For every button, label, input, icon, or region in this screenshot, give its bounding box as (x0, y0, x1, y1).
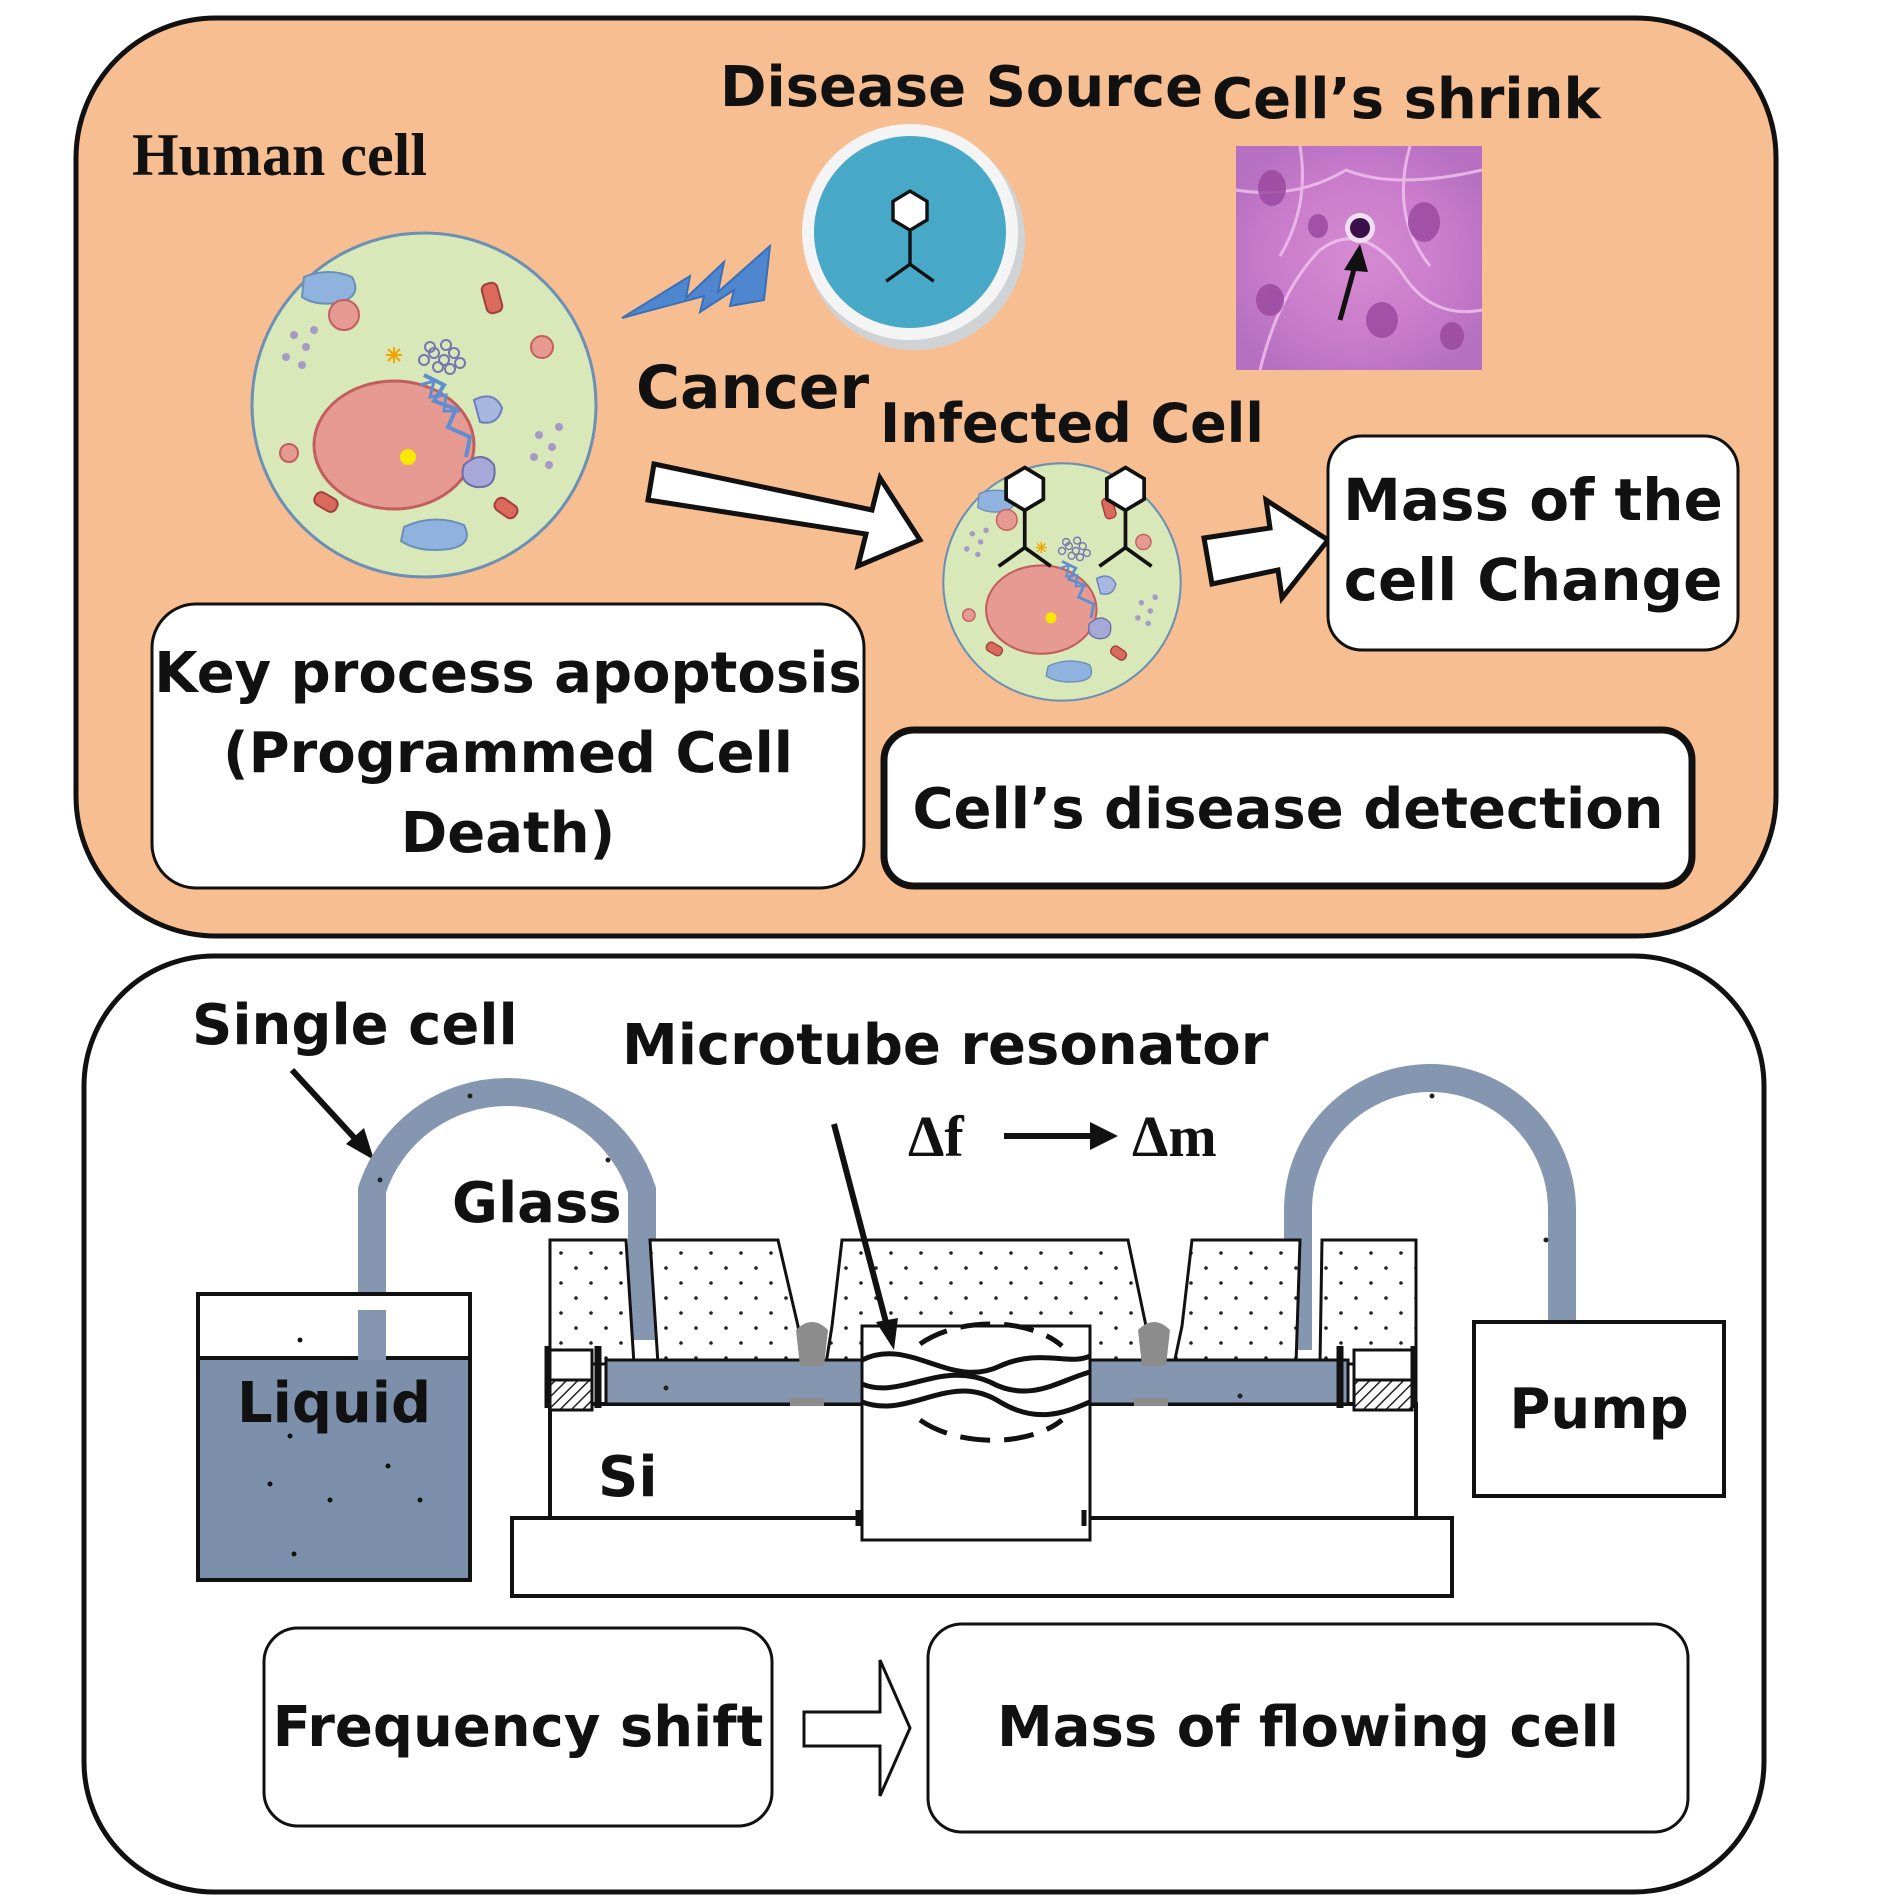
seal-right (1138, 1322, 1170, 1366)
cells-shrink-label: Cell’s shrink (1212, 67, 1602, 132)
microtube-resonator-label: Microtube resonator (622, 1013, 1269, 1078)
animal-cell-icon (250, 231, 598, 579)
detection-label: Cell’s disease detection (912, 777, 1663, 842)
left-clamp (544, 1346, 602, 1412)
bottom-panel: Single cell Microtube resonator Δf Δm Gl… (81, 953, 1767, 1895)
apoptosis-line3: Death) (401, 801, 615, 866)
hollow-arrow-icon (802, 1659, 912, 1797)
delta-m-label: Δm (1132, 1104, 1217, 1169)
liquid-reservoir: Liquid (196, 1292, 472, 1582)
virus-badge-icon (802, 124, 1025, 350)
cancer-label: Cancer (636, 353, 869, 423)
liquid-label: Liquid (237, 1371, 431, 1436)
microtube-vibration (860, 1321, 1092, 1443)
infected-cell-icon (941, 461, 1183, 703)
detection-box: Cell’s disease detection (880, 726, 1696, 890)
frequency-shift-box: Frequency shift (262, 1626, 774, 1828)
pump-box: Pump (1472, 1320, 1726, 1498)
mass-flowing-cell-label: Mass of flowing cell (997, 1695, 1619, 1760)
inlet-tube (358, 1078, 656, 1350)
human-cell-title: Human cell (132, 122, 427, 188)
lightning-bolt-icon (621, 243, 772, 319)
apoptosis-box: Key process apoptosis (Programmed Cell D… (150, 602, 866, 890)
disease-source-label: Disease Source (720, 55, 1203, 120)
shrinking-cell-micrograph (1235, 145, 1483, 371)
mass-change-arrow-icon (1201, 494, 1332, 605)
mass-change-box: Mass of the cell Change (1326, 434, 1740, 652)
outlet-tube (1284, 1064, 1576, 1350)
progression-arrow-icon (645, 461, 924, 571)
mass-flowing-cell-box: Mass of flowing cell (926, 1622, 1690, 1834)
seal-left (796, 1322, 828, 1366)
si-label: Si (598, 1445, 658, 1510)
apoptosis-line2: (Programmed Cell (223, 721, 793, 786)
mass-change-line2: cell Change (1344, 546, 1723, 614)
infected-cell-label: Infected Cell (880, 392, 1264, 455)
mass-change-line1: Mass of the (1343, 466, 1723, 534)
frequency-shift-label: Frequency shift (273, 1695, 764, 1760)
apoptosis-line1: Key process apoptosis (154, 641, 861, 706)
resonator-chamber (860, 1324, 1092, 1542)
right-channel (1088, 1358, 1350, 1406)
right-clamp (1336, 1346, 1418, 1412)
left-channel (604, 1358, 864, 1406)
delta-f-label: Δf (908, 1104, 964, 1169)
top-panel: Human cell Disease Source Cell’s shrink (73, 15, 1779, 939)
glass-label: Glass (452, 1171, 622, 1236)
arrow-right-icon (1090, 1122, 1118, 1150)
pump-label: Pump (1509, 1377, 1688, 1442)
single-cell-label: Single cell (192, 993, 518, 1058)
